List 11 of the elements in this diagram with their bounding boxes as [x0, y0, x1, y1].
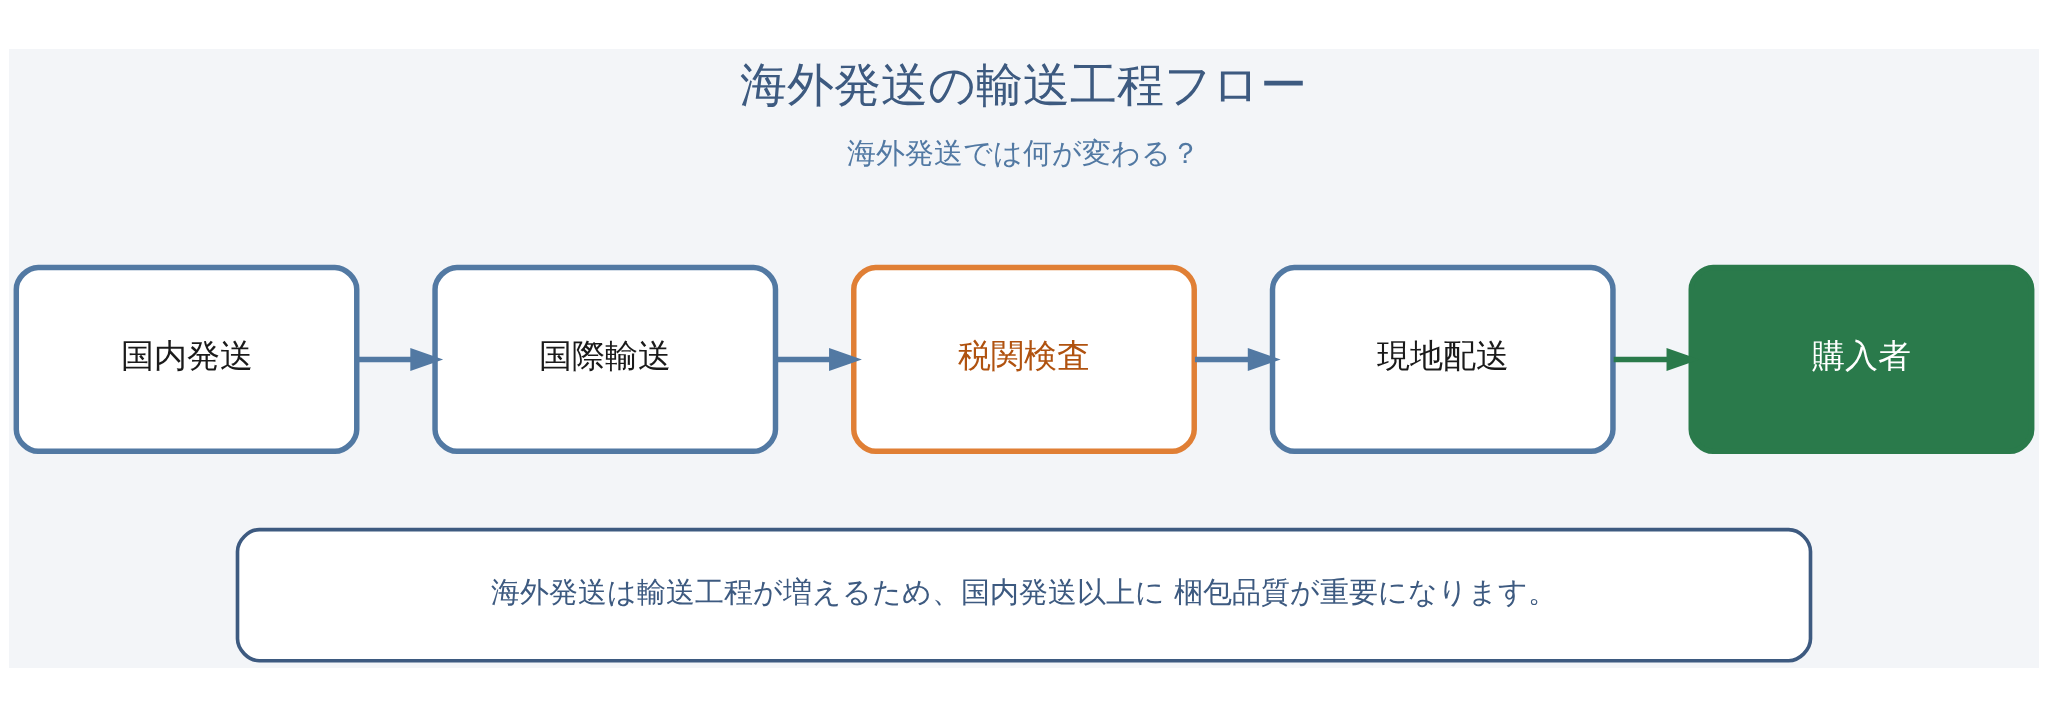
node-box: 購入者: [1688, 264, 2035, 455]
arrow: [776, 347, 862, 371]
node-box: 海外発送は輸送工程が増えるため、国内発送以上に 梱包品質が重要になります。: [235, 527, 1813, 663]
node-box: 現地配送: [1269, 264, 1616, 455]
node-box: 税関検査: [851, 264, 1197, 455]
node-box: 国内発送: [13, 264, 360, 455]
arrow: [1194, 347, 1281, 371]
diagram-title: 海外発送の輸送工程フロー: [740, 57, 1308, 113]
node-box: 国際輸送: [432, 264, 779, 455]
label: 海外発送では何が変わる？: [847, 136, 1201, 171]
arrow: [357, 347, 444, 371]
